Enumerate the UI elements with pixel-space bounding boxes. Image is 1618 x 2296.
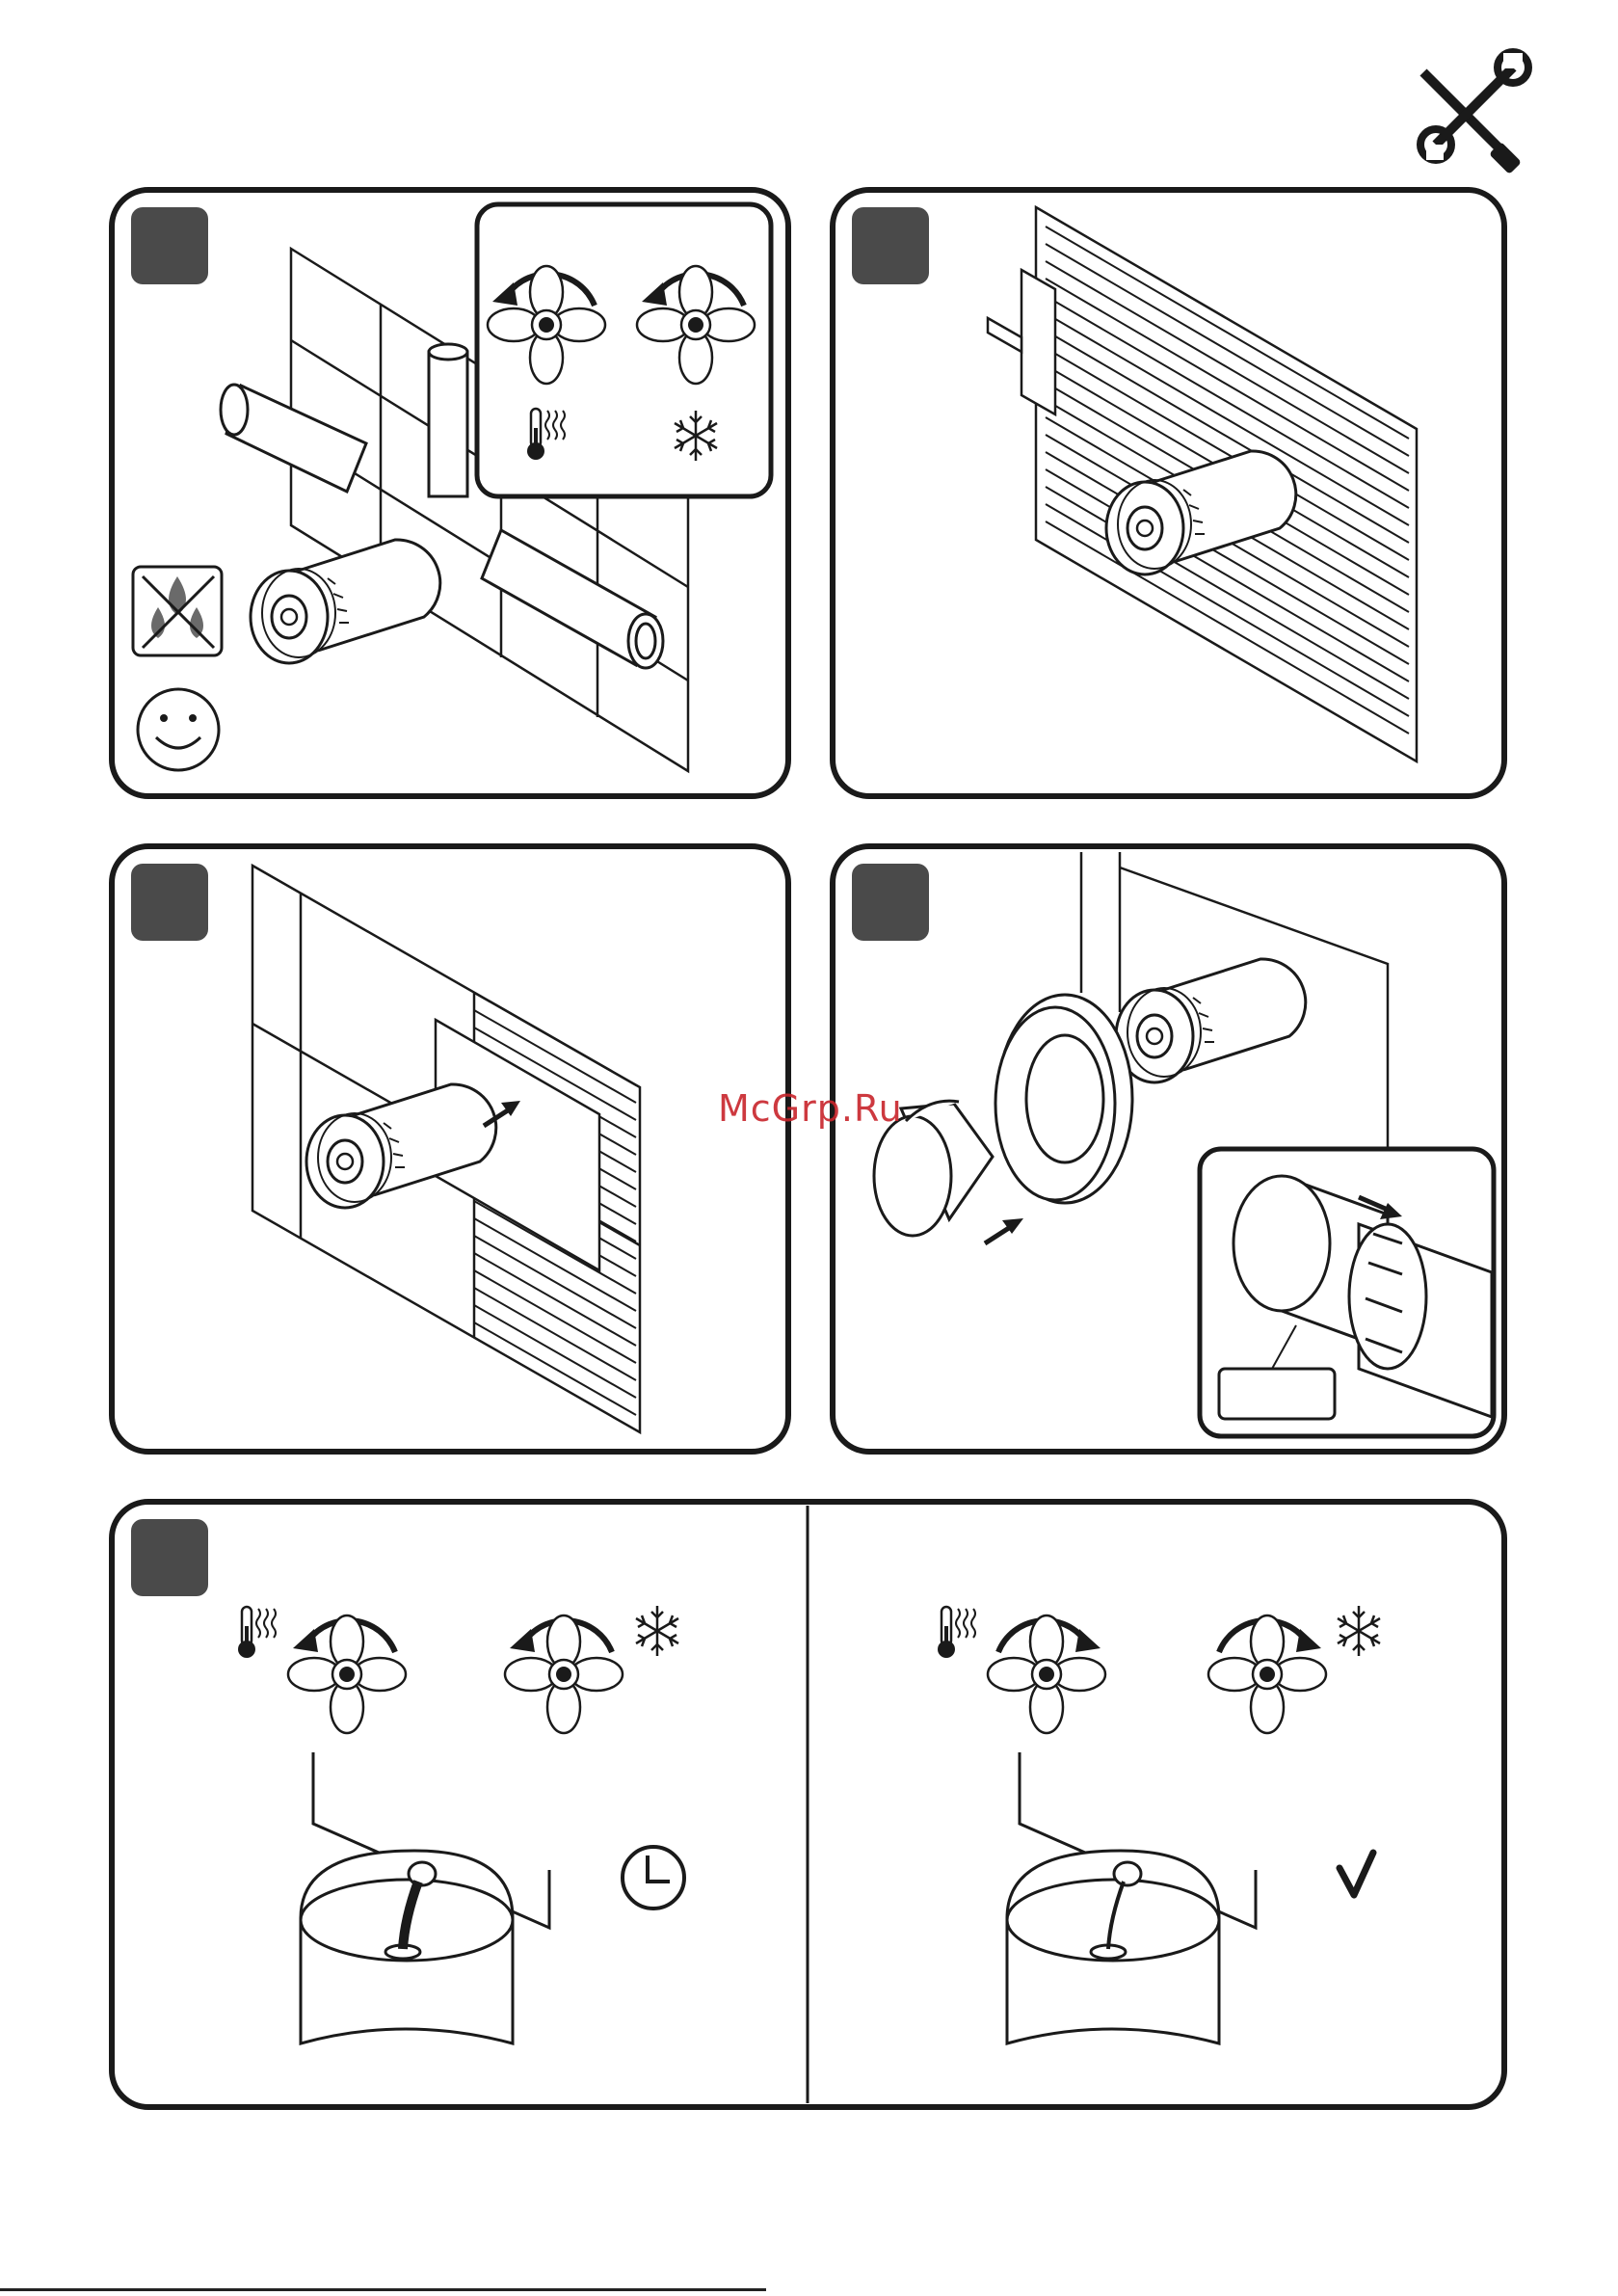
- step-badge: [852, 207, 929, 284]
- step-badge: [852, 864, 929, 941]
- clock-icon: [623, 1847, 684, 1909]
- detail-inset-icon: [1200, 1149, 1494, 1436]
- temperature-inset: [477, 204, 771, 496]
- watermark: McGrp.Ru: [718, 1087, 903, 1130]
- panel-5: [112, 1502, 1504, 2107]
- panel-3: [112, 846, 788, 1452]
- panel-1: [112, 190, 788, 796]
- no-water-icon: [133, 567, 222, 655]
- step-badge: [131, 207, 208, 284]
- panel-4: [833, 846, 1504, 1452]
- step-badge: [131, 1519, 208, 1596]
- smiley-icon: [138, 689, 219, 770]
- footer-line: [0, 2288, 766, 2291]
- step-badge: [131, 864, 208, 941]
- rosette-icon: [995, 995, 1132, 1203]
- tools-icon: [1420, 52, 1528, 174]
- panel-2: [833, 190, 1504, 796]
